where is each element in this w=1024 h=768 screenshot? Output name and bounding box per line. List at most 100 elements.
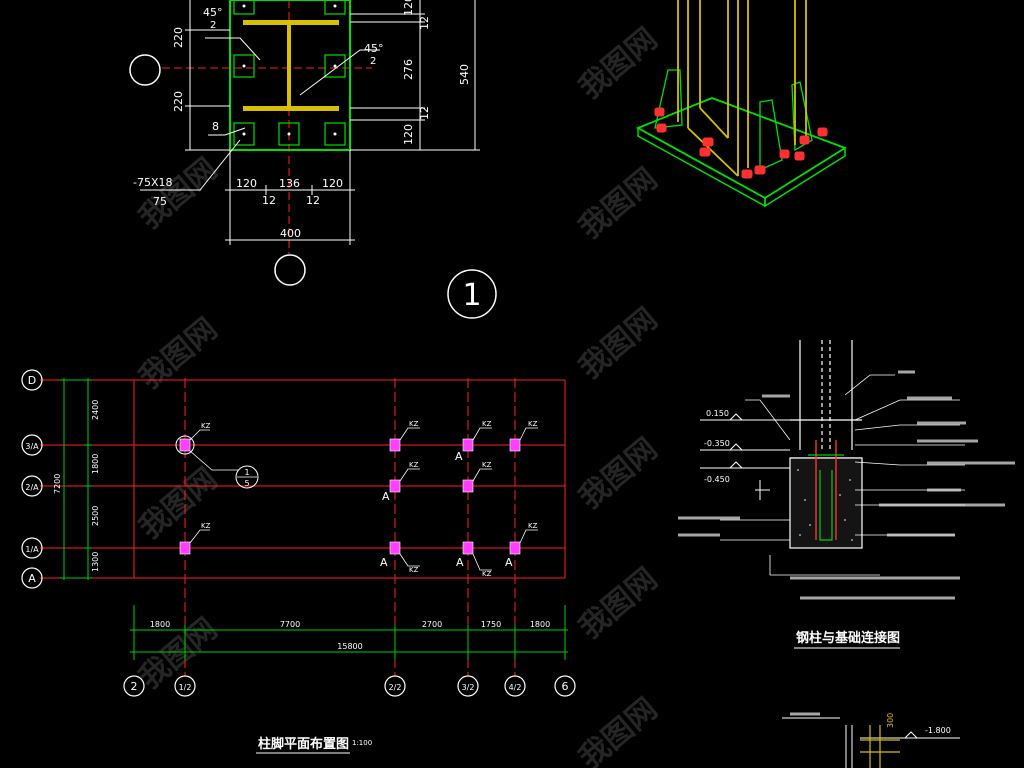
column-plan-layout: D 3/A 2/A 1/A A 2400 1800 2500 1300 7200 bbox=[21, 369, 576, 754]
elevation-3: -0.450 bbox=[704, 475, 730, 484]
section-A: A bbox=[456, 556, 464, 569]
connection-detail: 0.150 -0.350 -0.450 bbox=[678, 340, 1015, 649]
dim-12-top: 12 bbox=[418, 16, 431, 30]
column-tag: KZ bbox=[409, 461, 419, 469]
dim-w12-left: 12 bbox=[262, 194, 276, 207]
axis-row-1A: 1/A bbox=[25, 545, 39, 554]
column-marker bbox=[179, 438, 191, 452]
row-dim-total: 7200 bbox=[53, 474, 62, 494]
partial-detail: 300 -1.800 bbox=[782, 712, 960, 768]
column-tag: KZ bbox=[201, 422, 211, 430]
dim-276: 276 bbox=[402, 59, 415, 80]
column-web bbox=[287, 25, 291, 106]
watermark: 我图网 bbox=[573, 21, 664, 106]
weld-size-top: 2 bbox=[210, 20, 216, 31]
dim-w136: 136 bbox=[279, 177, 300, 190]
col-dim-2: 7700 bbox=[280, 620, 300, 629]
plan-scale: 1:100 bbox=[352, 739, 372, 747]
elevation-1: 0.150 bbox=[706, 409, 729, 418]
dim-120-top: 120 bbox=[402, 0, 415, 16]
stiffener-label: -75X18 bbox=[133, 176, 173, 189]
detail-ref-bubble bbox=[235, 465, 259, 489]
axis-row-A: A bbox=[28, 572, 36, 585]
column-tag: KZ bbox=[482, 461, 492, 469]
weld-size-mid: 2 bbox=[370, 56, 376, 67]
watermark: 我图网 bbox=[133, 311, 224, 396]
axis-circle-left bbox=[129, 54, 161, 86]
elevation-2: -0.350 bbox=[704, 439, 730, 448]
row-dim-2: 1800 bbox=[91, 454, 100, 474]
axis-col-2-2: 2/2 bbox=[389, 683, 402, 692]
detail-marker: 1 bbox=[447, 269, 497, 319]
axis-row-3A: 3/A bbox=[25, 442, 39, 451]
dim-12-bottom: 12 bbox=[418, 106, 431, 120]
column-tag: KZ bbox=[482, 420, 492, 428]
column-marker bbox=[509, 541, 521, 555]
col-dim-total: 15800 bbox=[337, 642, 362, 651]
column-marker bbox=[462, 479, 474, 493]
column-marker bbox=[462, 541, 474, 555]
section-A: A bbox=[380, 556, 388, 569]
dim-220-bottom: 220 bbox=[172, 91, 185, 112]
watermark: 我图网 bbox=[573, 691, 664, 768]
axis-circle-bottom bbox=[274, 254, 306, 286]
col-dim-1: 1800 bbox=[150, 620, 170, 629]
anchor-bolts bbox=[233, 0, 346, 146]
bottom-dim: 300 bbox=[886, 713, 895, 728]
row-dim-3: 2500 bbox=[91, 506, 100, 526]
watermark: 我图网 bbox=[573, 161, 664, 246]
row-dim-4: 1300 bbox=[91, 552, 100, 572]
column-tag: KZ bbox=[528, 522, 538, 530]
column-tag: KZ bbox=[409, 420, 419, 428]
axis-col-1-2: 1/2 bbox=[179, 683, 192, 692]
column-base-3d bbox=[635, 0, 848, 208]
detail-ref-sheet: 5 bbox=[244, 479, 249, 488]
axis-row-2A: 2/A bbox=[25, 483, 39, 492]
axis-col-3-2: 3/2 bbox=[462, 683, 475, 692]
detail-ref-number: 1 bbox=[244, 468, 249, 477]
column-marker bbox=[179, 541, 191, 555]
watermark: 我图网 bbox=[133, 461, 224, 546]
weld-angle-top: 45° bbox=[203, 6, 223, 19]
connection-title: 钢柱与基础连接图 bbox=[796, 630, 900, 646]
dim-w400: 400 bbox=[280, 227, 301, 240]
watermark: 我图网 bbox=[573, 301, 664, 386]
column-tag: KZ bbox=[409, 566, 419, 574]
column-tag: KZ bbox=[528, 420, 538, 428]
stiffener-sub: 75 bbox=[153, 195, 167, 208]
base-plate bbox=[229, 0, 351, 151]
column-marker bbox=[509, 438, 521, 452]
col-dim-3: 2700 bbox=[422, 620, 442, 629]
weld-8: 8 bbox=[212, 120, 219, 133]
section-A: A bbox=[505, 556, 513, 569]
axis-col-2: 2 bbox=[131, 680, 138, 693]
dim-120-bottom: 120 bbox=[402, 124, 415, 145]
dim-w12-right: 12 bbox=[306, 194, 320, 207]
watermark: 我图网 bbox=[133, 151, 224, 236]
axis-col-4-2: 4/2 bbox=[509, 683, 522, 692]
dim-w120-left: 120 bbox=[236, 177, 257, 190]
column-tag: KZ bbox=[482, 570, 492, 578]
col-dim-5: 1800 bbox=[530, 620, 550, 629]
watermark: 我图网 bbox=[573, 561, 664, 646]
section-A: A bbox=[382, 490, 390, 503]
column-flange-bottom bbox=[243, 106, 339, 111]
detail-marker-number: 1 bbox=[462, 278, 481, 313]
column-marker bbox=[389, 541, 401, 555]
dim-220-top: 220 bbox=[172, 27, 185, 48]
watermark-layer: 我图网 我图网 我图网 我图网 我图网 我图网 我图网 我图网 我图网 我图网 bbox=[133, 21, 664, 768]
axis-row-D: D bbox=[28, 374, 36, 387]
foundation-block bbox=[789, 457, 863, 549]
axis-col-6: 6 bbox=[562, 680, 569, 693]
row-dim-1: 2400 bbox=[91, 400, 100, 420]
baseplate-detail: 220 220 45° 2 45° 2 8 -75X18 75 120 12 2… bbox=[129, 0, 480, 286]
bottom-elevation: -1.800 bbox=[925, 726, 951, 735]
watermark: 我图网 bbox=[573, 431, 664, 516]
column-flange-top bbox=[243, 20, 339, 25]
column-marker bbox=[389, 438, 401, 452]
col-dim-4: 1750 bbox=[481, 620, 501, 629]
section-A: A bbox=[455, 450, 463, 463]
plan-title: 柱脚平面布置图 bbox=[258, 736, 349, 752]
dim-w120-right: 120 bbox=[322, 177, 343, 190]
